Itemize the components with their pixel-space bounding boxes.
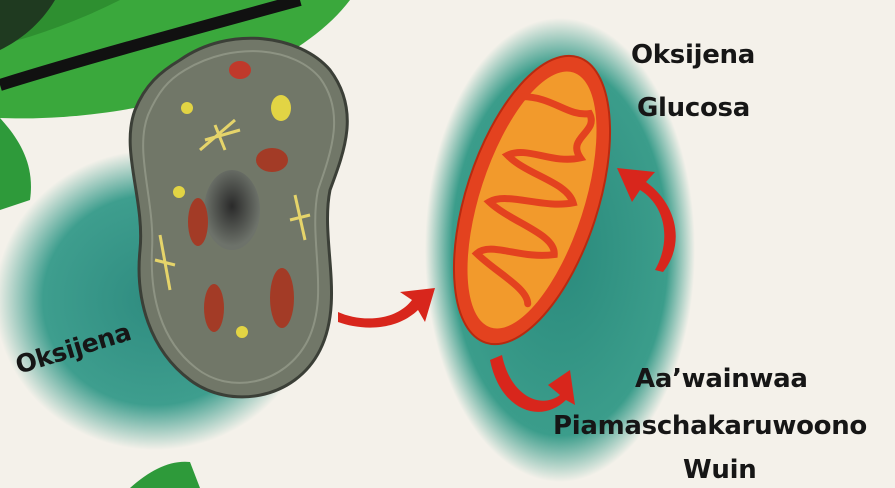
label-oksijena-right: Oksijena bbox=[631, 40, 755, 70]
animal-cell-icon bbox=[130, 38, 347, 397]
label-aawainwaa: Aa’wainwaa bbox=[635, 364, 808, 394]
curved-arrow-icon bbox=[338, 288, 435, 328]
label-glucosa: Glucosa bbox=[637, 93, 750, 123]
label-piamaschakaruwoono: Piamaschakaruwoono bbox=[553, 411, 867, 441]
leaf-icon bbox=[130, 462, 200, 488]
label-wuin: Wuin bbox=[683, 455, 756, 485]
